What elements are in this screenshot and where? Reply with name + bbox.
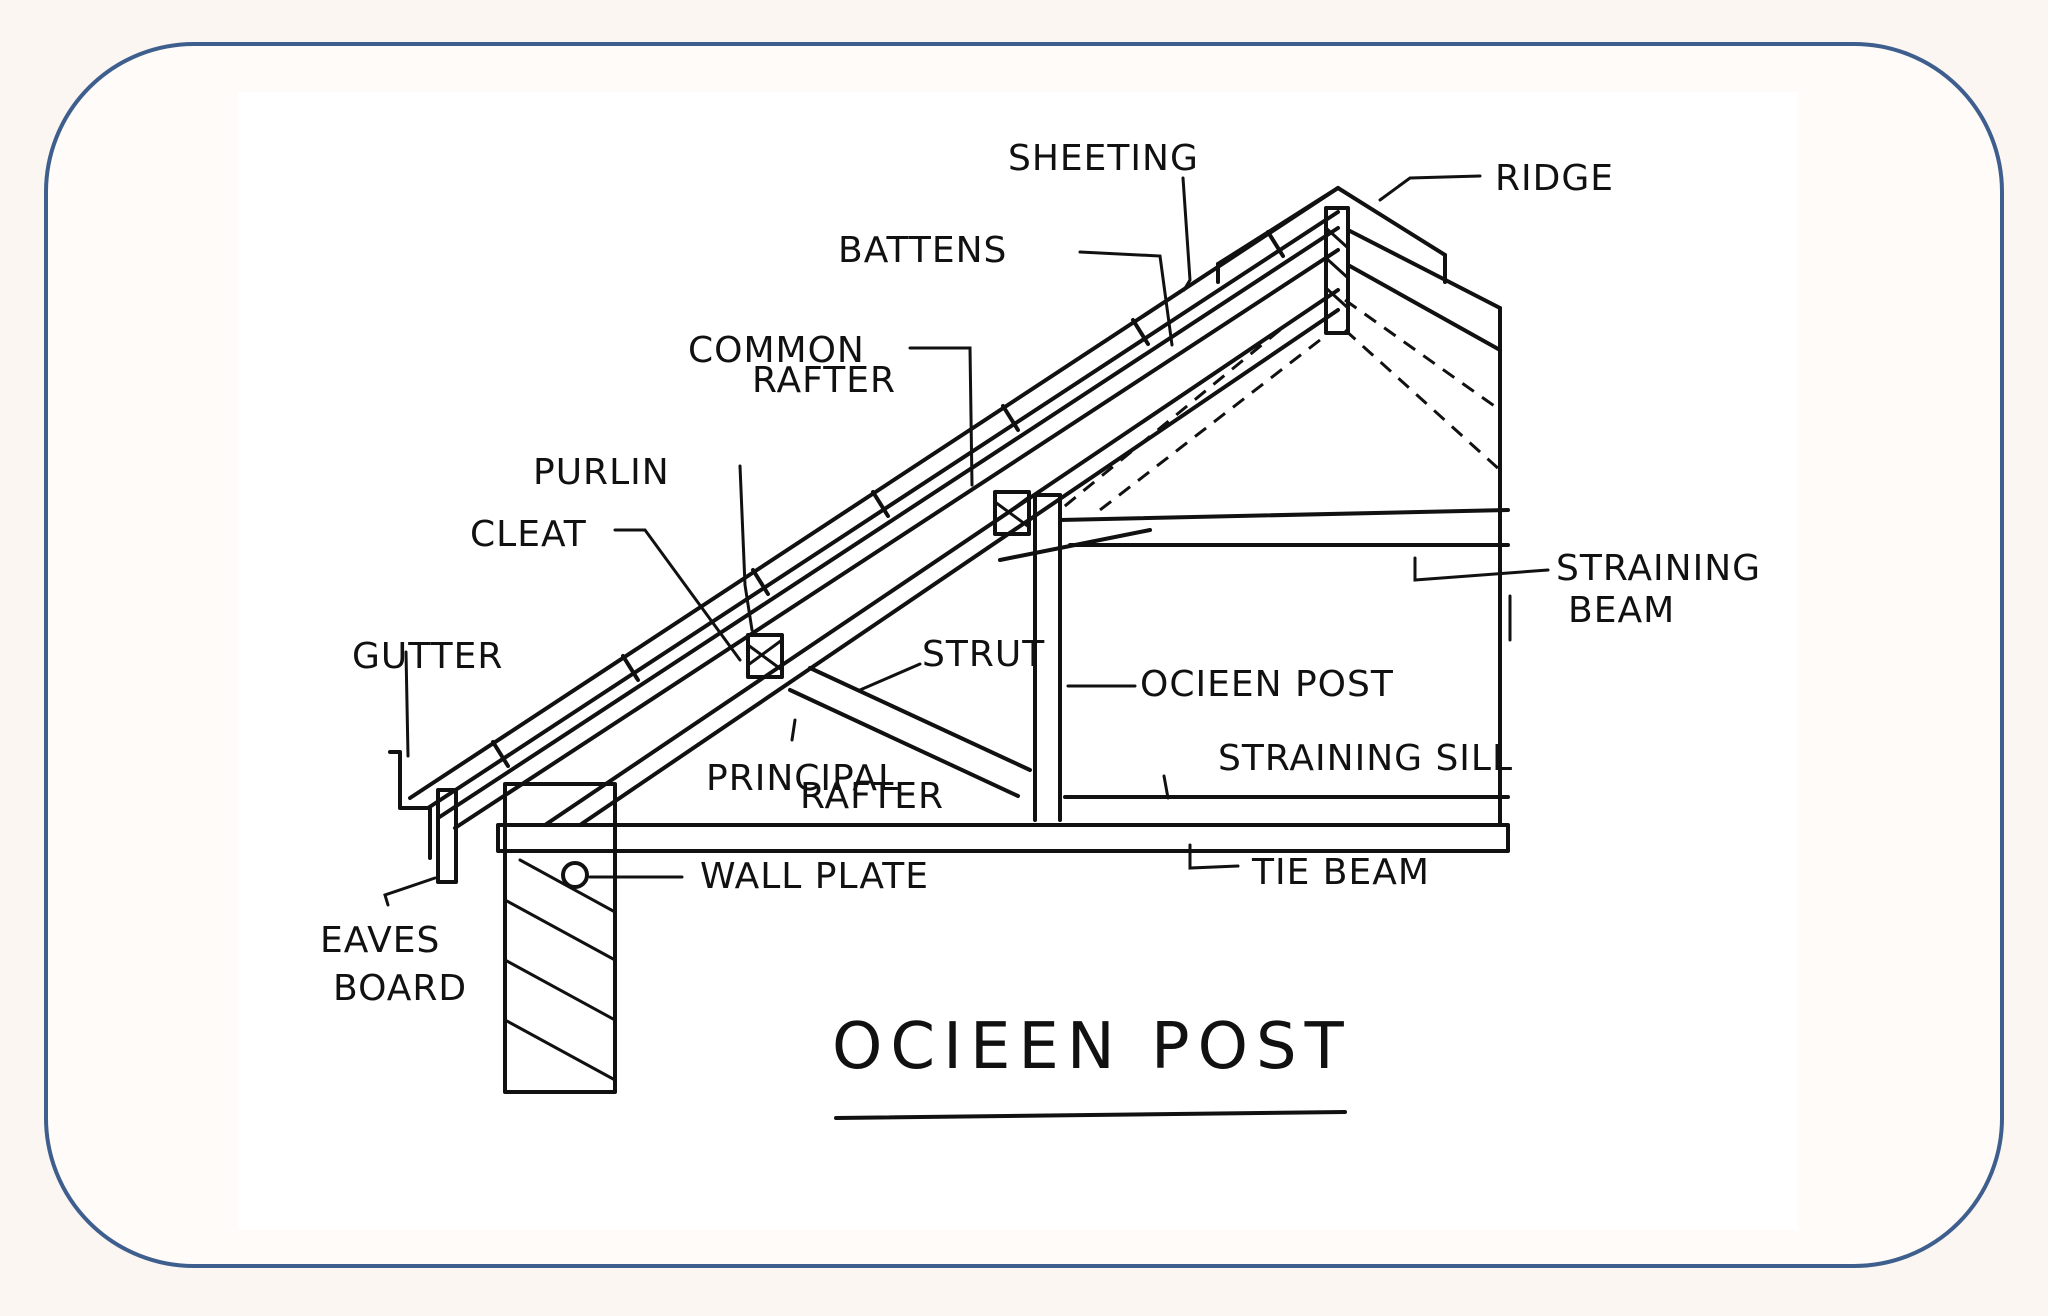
strut — [788, 666, 1032, 798]
label-battens: BATTENS — [838, 230, 1007, 271]
gutter — [388, 750, 432, 860]
drawing-sheet — [238, 92, 1798, 1230]
label-eaves-board-line2: BOARD — [333, 968, 467, 1009]
label-principal-rafter-line1: PRINCIPAL — [706, 758, 899, 799]
cleat-block — [993, 490, 1031, 536]
label-eaves-board-line1: EAVES — [320, 920, 440, 961]
label-straining-beam-line2: BEAM — [1568, 590, 1675, 631]
eaves-board — [436, 788, 458, 884]
label-cleat: CLEAT — [470, 514, 587, 555]
label-sheeting: SHEETING — [1008, 138, 1199, 179]
label-gutter: GUTTER — [352, 636, 503, 677]
purlin-block — [746, 633, 784, 679]
label-common-rafter-line2: RAFTER — [752, 360, 896, 401]
straining-beam — [998, 508, 1510, 562]
queen-post — [1033, 493, 1062, 822]
masonry-wall — [503, 782, 617, 1094]
label-wall-plate: WALL PLATE — [700, 856, 929, 897]
roof-slope — [408, 186, 1340, 830]
hidden-rafters — [1059, 298, 1502, 512]
label-straining-beam-line1: STRAINING — [1556, 548, 1761, 589]
label-principal-rafter-line2: RAFTER — [800, 776, 944, 817]
label-straining-sill: STRAINING SILL — [1218, 738, 1513, 779]
title-underline — [834, 1110, 1347, 1120]
far-slope — [1216, 186, 1502, 827]
label-queen-post: OCIEEN POST — [1140, 664, 1394, 705]
diagram-title: OCIEEN POST — [832, 1010, 1352, 1084]
leader-lines — [383, 174, 1550, 907]
label-ridge: RIDGE — [1495, 158, 1614, 199]
wall-plate — [561, 861, 589, 889]
label-purlin: PURLIN — [533, 452, 670, 493]
label-tie-beam: TIE BEAM — [1251, 852, 1430, 893]
label-strut: STRUT — [922, 634, 1045, 675]
ridge-board — [1324, 206, 1350, 335]
tie-beam — [496, 823, 1510, 853]
label-common-rafter-line1: COMMON — [688, 330, 865, 371]
